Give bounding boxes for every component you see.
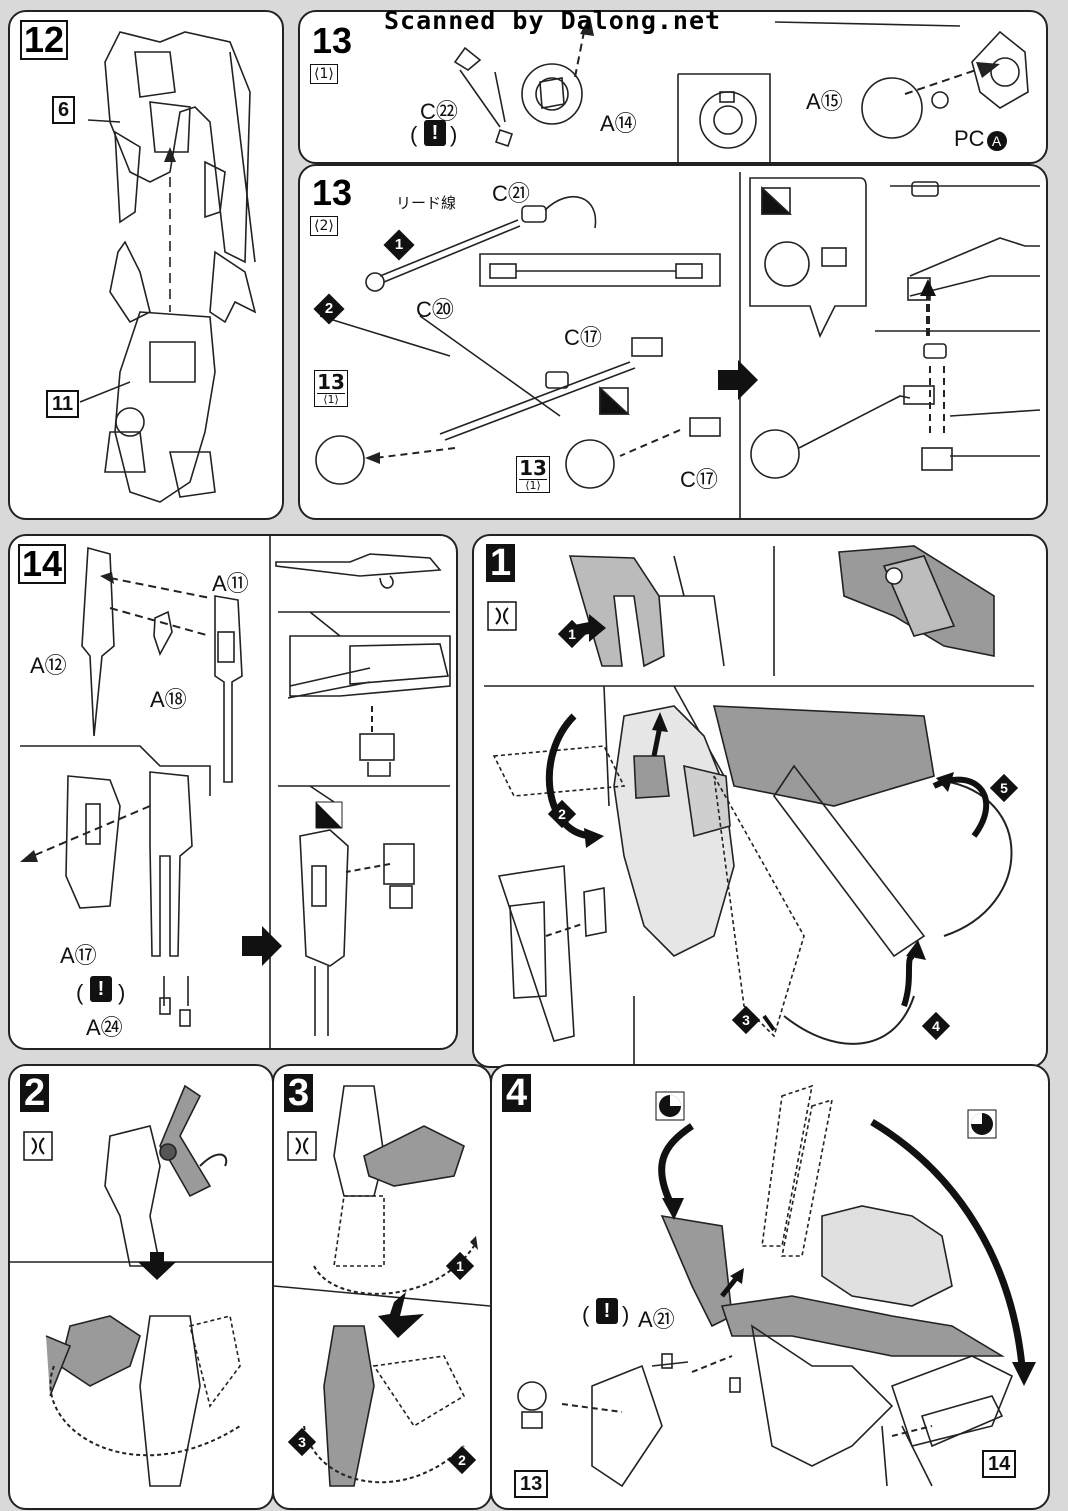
step-4-panel: 4 ( ! ) A㉑ 13 14 [490,1064,1050,1510]
arrow-1-num: 1 [568,626,576,642]
warn-paren-left: ( [76,980,84,1005]
step-3-number: 3 [284,1074,314,1112]
step-2-drawing [10,1084,272,1487]
step-3-drawing [274,1085,490,1487]
warn-paren-left: ( [410,122,418,147]
arrow-5-num: 5 [1000,780,1008,796]
step-2-panel: 2 [8,1064,274,1510]
step-14-panel: 14 A⑪ A⑫ A⑱ A⑰ ( ! ) A㉔ [8,534,458,1050]
arrow-4-badge: 4 [921,1011,951,1041]
watermark: Scanned by Dalong.net [384,6,722,35]
label-pca-prefix: PC [954,126,985,151]
step-12-panel: 12 6 11 [8,10,284,520]
label-c17-bottom: C⑰ [680,467,718,492]
step-4-number: 4 [502,1074,532,1112]
label-a12: A⑫ [30,653,67,678]
arrow-5-badge: 5 [989,773,1019,803]
step-1-drawing [484,545,1034,1066]
step-1-number: 1 [486,544,516,582]
arrow-4-num: 4 [932,1018,940,1034]
step-13-2-drawing [315,172,1041,518]
label-a14: A⑭ [600,111,637,136]
step-13-2-number: 13 [312,172,353,213]
arrow-2-badge: 2 [447,1445,477,1475]
arrow-1-num: 1 [456,1258,464,1274]
warn-paren-right: ) [622,1302,630,1327]
warn-paren-right: ) [118,980,126,1005]
arrow-3-badge: 3 [731,1005,761,1035]
warning-icon: ! [90,976,112,1002]
arrow-3-num: 3 [742,1012,750,1028]
step-3-panel: 3 1 2 3 [272,1064,492,1510]
step-2-number: 2 [20,1074,50,1112]
label-c22: C㉒ [420,99,458,124]
label-pca-circle: A [986,131,1007,151]
arrow-2-num: 2 [558,806,566,822]
arrow-1-badge: 1 [445,1251,475,1281]
arrow-3-num: 3 [298,1434,306,1450]
step-13-2-panel: 13 ⟨2⟩ リード線 C㉑ C⑳ C⑰ C⑰ 13⟨1⟩ 13⟨1⟩ 1 2 [298,164,1048,520]
step-1-panel: 1 1 2 3 4 5 [472,534,1048,1068]
label-a21: A㉑ [638,1307,675,1332]
ref-13-1-left: 13⟨1⟩ [314,370,348,407]
step-13-1-sub: ⟨1⟩ [310,64,338,84]
step-13-1-number: 13 [312,20,353,61]
step-14-drawing [20,536,451,1048]
ref-13-1-right: 13⟨1⟩ [516,456,550,493]
lead-wire-label: リード線 [396,194,457,212]
arrow-1-badge: 1 [557,619,587,649]
ref-13-1-left-num: 13 [317,370,345,394]
ref-13-1-right-num: 13 [519,456,547,480]
arrow-1-num: 1 [394,236,404,253]
warn-paren-left: ( [582,1302,590,1327]
arrow-2-badge: 2 [547,799,577,829]
arrow-2-badge: 2 [313,293,345,325]
step-12-drawing [79,31,257,503]
arrow-2-num: 2 [324,300,334,317]
arrow-1-badge: 1 [383,229,415,261]
ref-13-1-left-sub: ⟨1⟩ [317,393,345,406]
ref-step-14: 14 [982,1450,1017,1478]
warning-icon: ! [596,1298,618,1324]
label-c17-top: C⑰ [564,325,602,350]
label-c20: C⑳ [416,297,454,322]
arrow-3-badge: 3 [287,1427,317,1457]
step-14-number: 14 [18,544,67,584]
ref-step-13: 13 [514,1470,549,1498]
step-13-1-drawing [453,16,1029,162]
label-a17: A⑰ [60,943,97,968]
ref-step-11: 11 [46,390,80,418]
ref-13-1-right-sub: ⟨1⟩ [519,479,547,492]
label-a24: A㉔ [86,1015,123,1040]
warning-icon: ! [424,120,446,146]
warn-paren-right: ) [450,122,458,147]
step-12-number: 12 [20,20,69,60]
arrow-2-num: 2 [458,1452,466,1468]
label-c21: C㉑ [492,181,530,206]
label-a11: A⑪ [212,571,249,596]
step-4-drawing [517,1084,1036,1488]
ref-step-6: 6 [52,96,76,124]
label-a18: A⑱ [150,687,187,712]
label-a15: A⑮ [806,89,843,114]
step-13-2-sub: ⟨2⟩ [310,216,338,236]
